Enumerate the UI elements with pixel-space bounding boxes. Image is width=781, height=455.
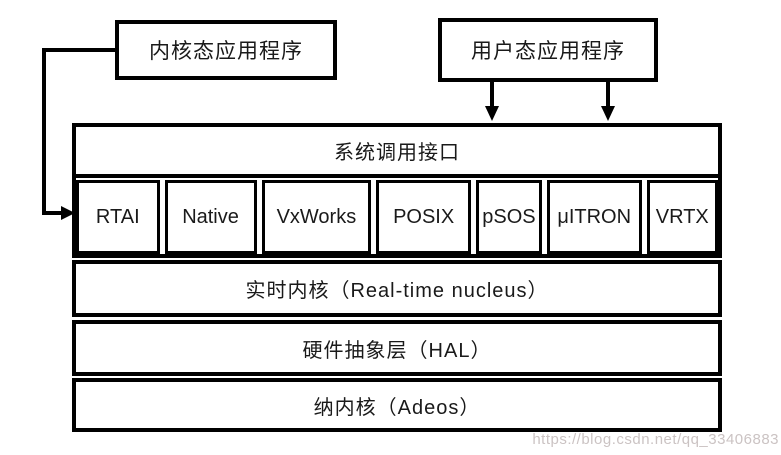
user-app-arrow-right (601, 82, 615, 121)
api-box-uitron: μITRON (546, 180, 642, 254)
nano-kernel-layer: 纳内核（Adeos） (72, 378, 722, 432)
api-box-vrtx: VRTX (646, 180, 718, 254)
user-app-arrow-left (485, 82, 499, 121)
system-call-interface-label: 系统调用接口 (334, 142, 460, 164)
realtime-nucleus-label: 实时内核（Real-time nucleus） (245, 280, 549, 302)
user-app-label: 用户态应用程序 (471, 40, 625, 63)
kernel-app-box: 内核态应用程序 (115, 20, 337, 80)
kernel-app-label: 内核态应用程序 (149, 40, 303, 63)
api-box-native-label: Native (182, 205, 239, 228)
api-box-posix: POSIX (376, 180, 472, 254)
api-box-psos-label: pSOS (482, 205, 536, 228)
nano-kernel-label: 纳内核（Adeos） (313, 396, 481, 419)
api-box-vrtx-label: VRTX (655, 205, 709, 228)
top-section: 系统调用接口 RTAI Native VxWorks POSIX pSOS μI… (72, 123, 722, 258)
api-box-native: Native (164, 180, 257, 254)
realtime-nucleus-layer: 实时内核（Real-time nucleus） (72, 260, 722, 317)
user-app-box: 用户态应用程序 (438, 18, 658, 82)
api-box-psos: pSOS (476, 180, 542, 254)
system-call-interface-row: 系统调用接口 (76, 127, 718, 178)
hal-label: 硬件抽象层（HAL） (302, 339, 492, 362)
api-box-rtai: RTAI (76, 180, 160, 254)
hal-layer: 硬件抽象层（HAL） (72, 320, 722, 376)
api-box-rtai-label: RTAI (95, 205, 140, 228)
rtos-api-row: RTAI Native VxWorks POSIX pSOS μITRON VR… (76, 178, 718, 254)
watermark: https://blog.csdn.net/qq_33406883 (532, 431, 779, 448)
api-box-posix-label: POSIX (393, 205, 455, 228)
api-box-vxworks-label: VxWorks (276, 205, 357, 228)
api-box-vxworks: VxWorks (261, 180, 372, 254)
api-box-uitron-label: μITRON (557, 205, 632, 228)
